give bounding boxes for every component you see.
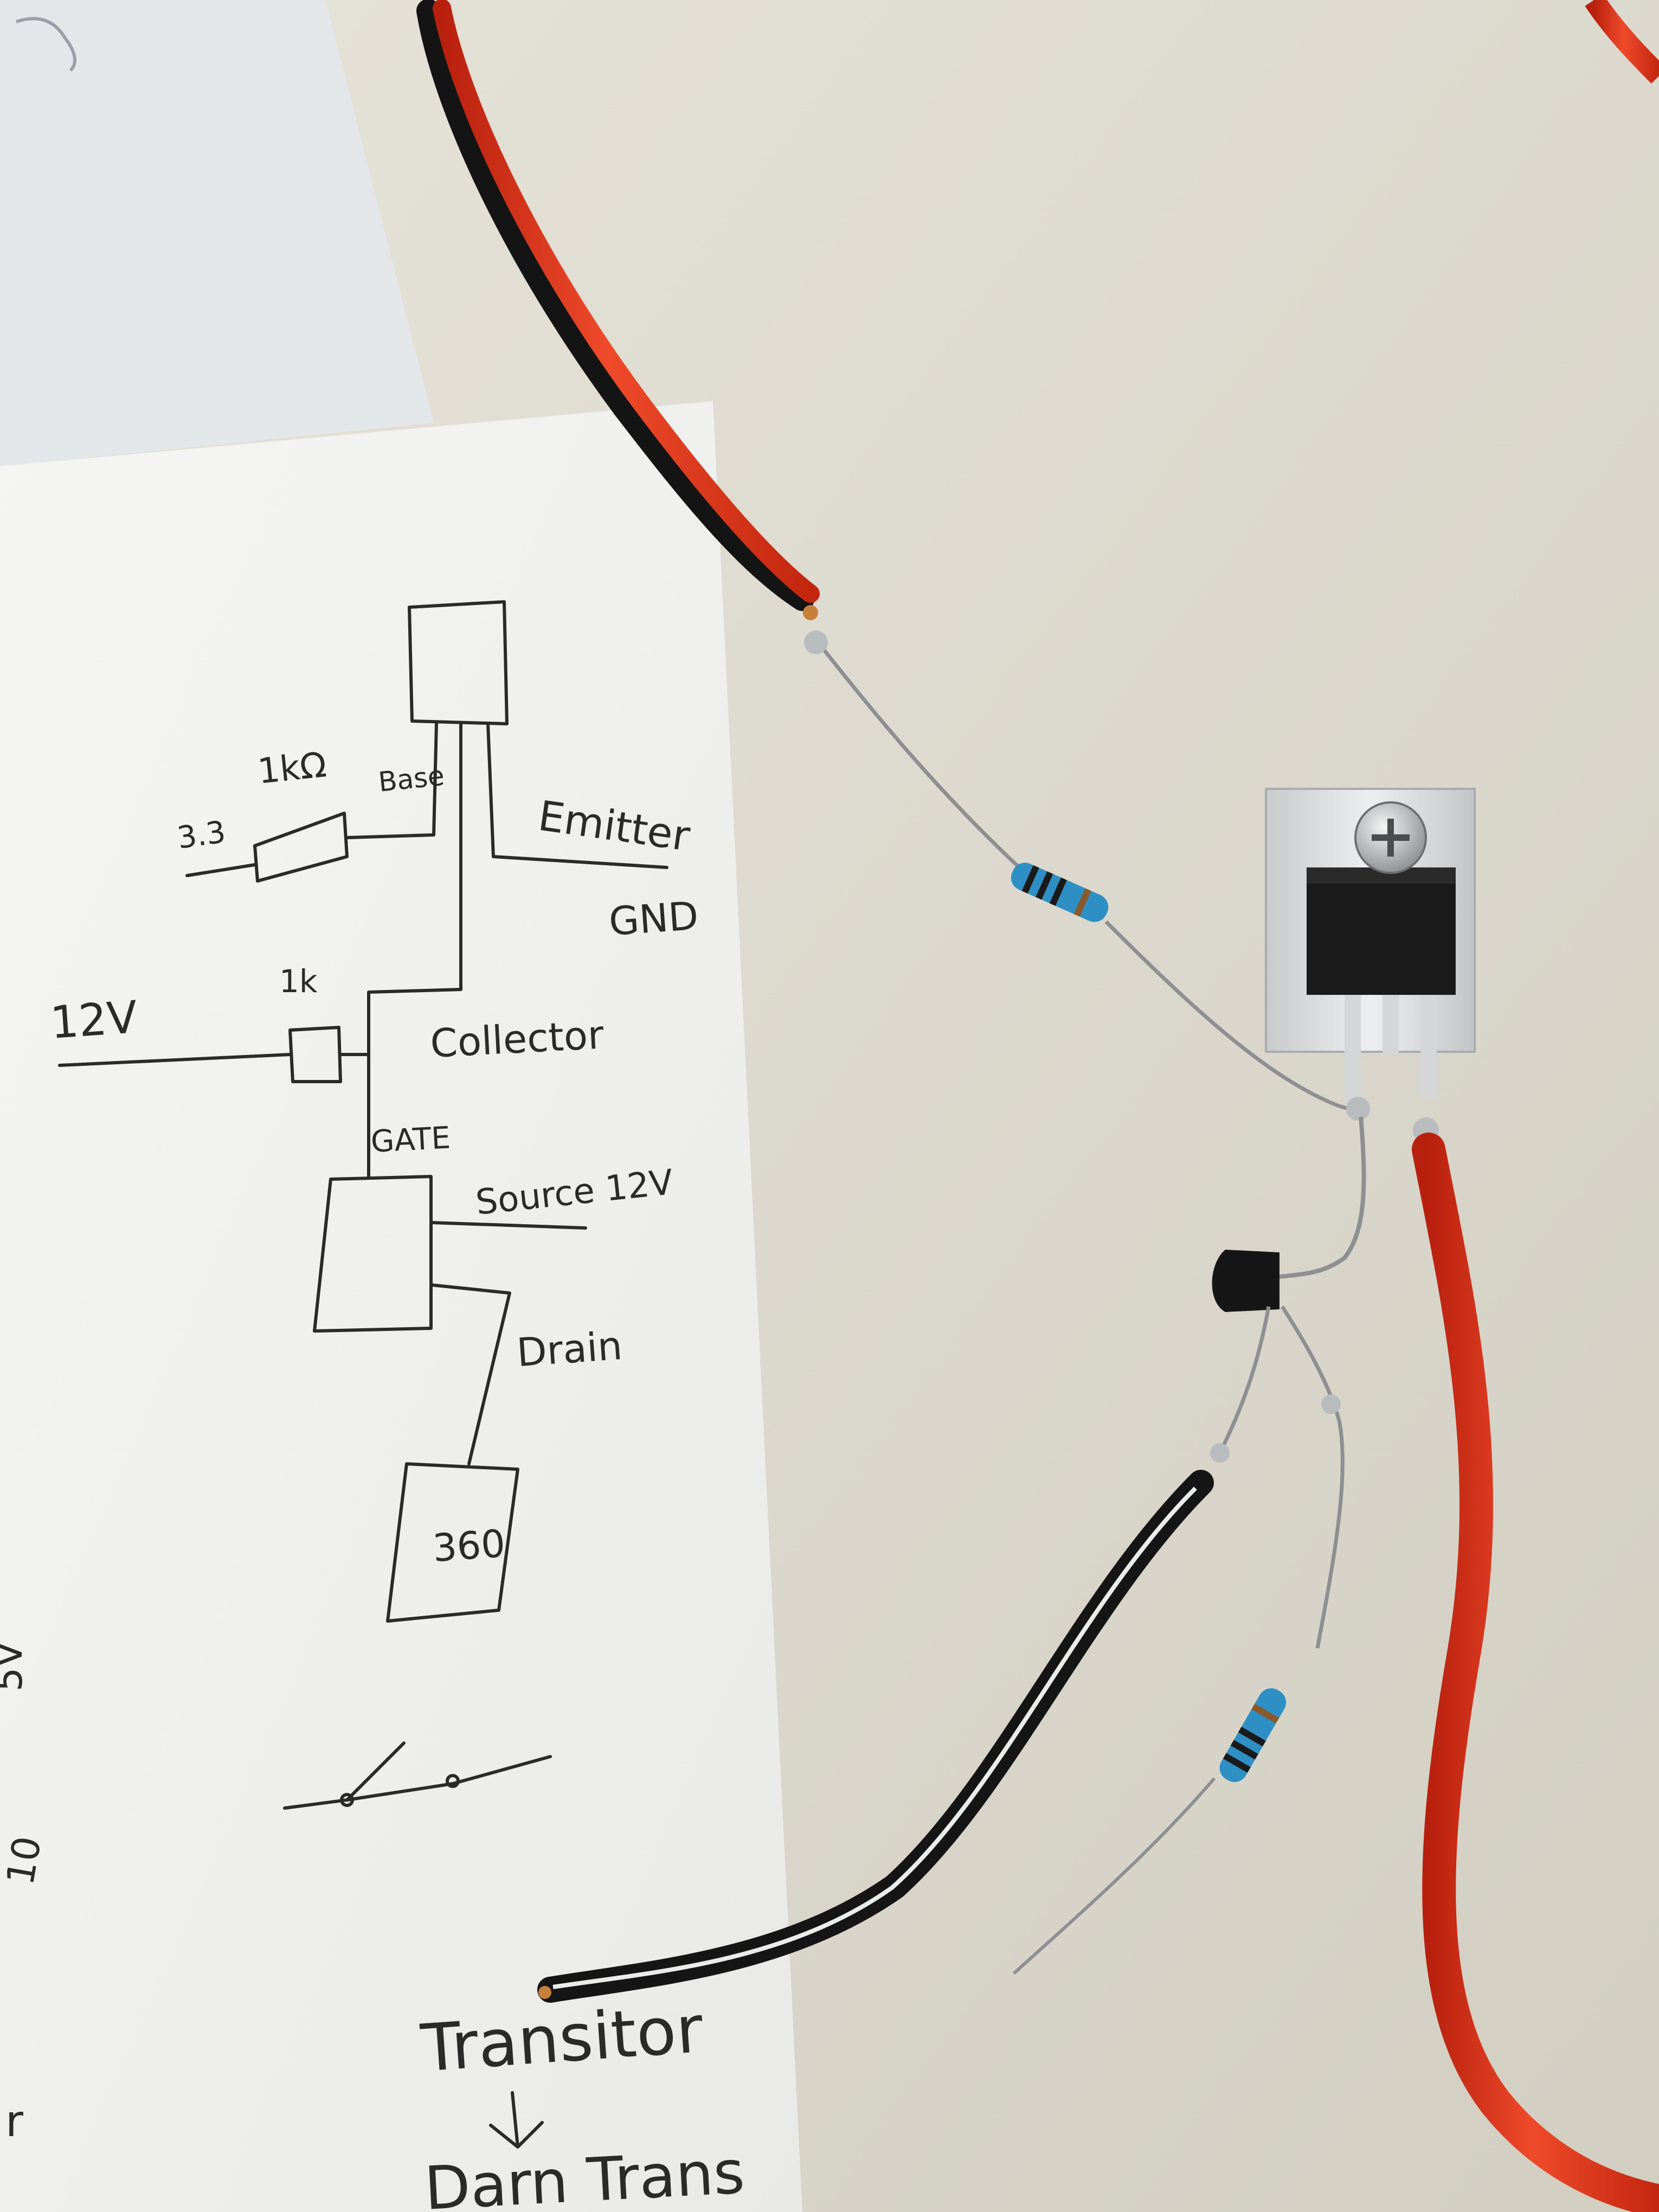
mosfet-with-heatsink [1265,788,1476,1143]
switch-symbol [283,1741,552,1810]
resistor-1-lead-a [814,638,1021,869]
sketch-paper [0,401,802,2212]
resistor-2 [1219,1688,1287,1782]
schematic-sketch [58,600,668,2149]
r1-value-label: 1kΩ [256,745,329,792]
base-label: Base [377,760,446,798]
resistor-1-lead-b [1104,920,1367,1116]
gnd-label: GND [607,893,700,944]
v33-label: 3.3 [175,814,228,856]
power-wire-top [416,0,820,620]
power-wire-right [1412,1133,1659,2212]
load-label: 360 [431,1521,506,1571]
load-box [386,1462,519,1623]
back-paper [0,0,434,466]
npn-box [408,600,509,725]
v12-label: 12V [49,992,139,1049]
r2-value-label: 1k [279,963,318,1000]
margin-5v-label: 5V [0,1641,31,1692]
resistor-1-symbol [253,812,349,883]
ground-wire [537,1470,1214,2003]
resistor-2-symbol [288,1026,342,1083]
mosfet-box [313,1175,433,1333]
margin-r-label: r [5,2096,23,2146]
gate-lead [1279,1116,1366,1279]
resistor-1 [1011,863,1109,922]
gate-label: GATE [370,1120,451,1160]
collector-label: Collector [429,1012,605,1066]
margin-10-label: 10 [0,1833,50,1888]
power-wire-corner [1585,0,1659,84]
resistor-2-lead [1012,1777,1216,1975]
drain-label: Drain [515,1323,623,1375]
small-transistor [1210,1250,1345,1649]
